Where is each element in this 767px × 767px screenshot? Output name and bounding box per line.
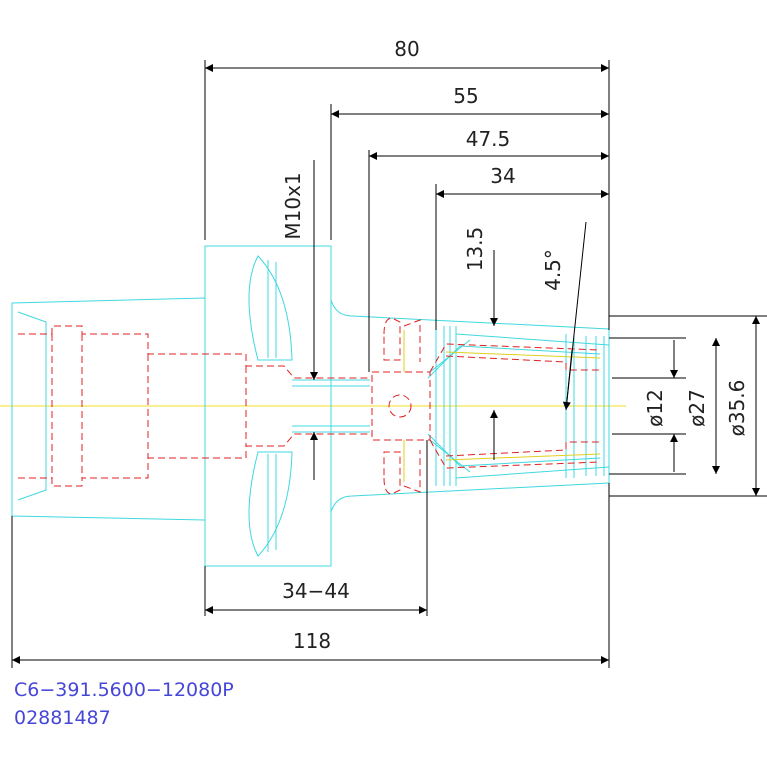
collet-guide-lines <box>403 330 601 482</box>
dim-angle-label: 4.5° <box>541 249 565 291</box>
part-number: 02881487 <box>14 707 111 729</box>
dimension-lines <box>11 60 767 668</box>
hidden-lines <box>18 317 601 495</box>
dim-dia-35-6-label: ø35.6 <box>725 380 749 437</box>
dim-dia-27-label: ø27 <box>685 389 709 427</box>
dim-13-5-label: 13.5 <box>463 227 487 272</box>
dim-55-label: 55 <box>453 84 478 108</box>
dim-34-44-label: 34−44 <box>282 579 350 603</box>
dim-thread-label: M10x1 <box>281 172 305 239</box>
dim-dia-12-label: ø12 <box>643 389 667 427</box>
part-code: C6−391.5600−12080P <box>14 679 234 701</box>
dim-80-label: 80 <box>394 37 419 61</box>
dim-118-label: 118 <box>293 629 331 653</box>
dim-34-label: 34 <box>490 164 515 188</box>
dim-47-5-label: 47.5 <box>466 127 511 151</box>
